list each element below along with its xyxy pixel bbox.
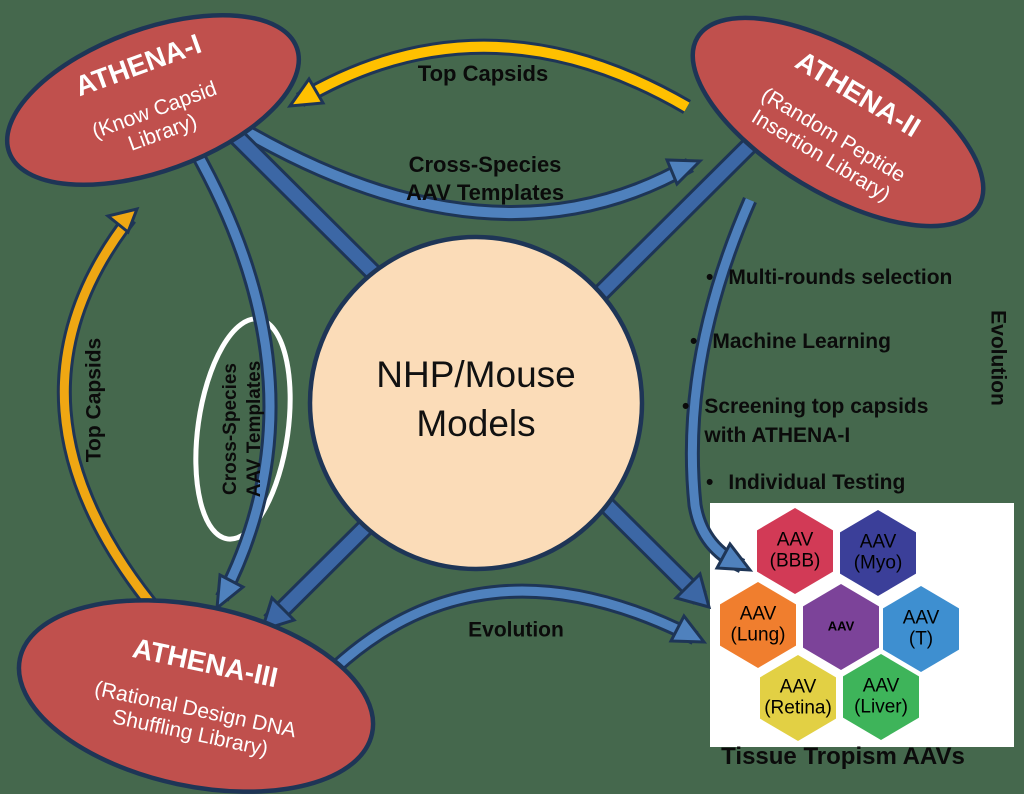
hexagon-aav-lung: AAV (Lung) xyxy=(720,582,796,668)
hexagon-label: AAV (T) xyxy=(902,607,940,650)
center-circle xyxy=(307,234,645,572)
arrow-top-capsids-top xyxy=(286,38,692,114)
arrow-cross-species-left xyxy=(188,146,278,612)
bullet-text: Machine Learning xyxy=(712,330,891,353)
hexagon-label: AAV (Retina) xyxy=(764,676,832,719)
hexagon-aav-retina: AAV (Retina) xyxy=(760,655,836,741)
athena2-ellipse xyxy=(690,15,986,229)
hexagon-aav-t: AAV (T) xyxy=(883,586,959,672)
hexagon-label: AAV (Liver) xyxy=(854,675,908,718)
center-circle-label: NHP/Mouse Models xyxy=(376,354,576,444)
bullet-machine-learning: • Machine Learning xyxy=(690,327,891,356)
athena3-ellipse xyxy=(16,598,376,794)
label-top-capsids-left: Top Capsids xyxy=(82,337,106,463)
bullet-marker: • xyxy=(706,266,714,289)
hexagon-aav-liver: AAV (Liver) xyxy=(843,654,919,740)
hexagon-label: AAV xyxy=(827,618,855,634)
bullet-text: Screening top capsids with ATHENA-I xyxy=(704,395,929,448)
bullet-marker: • xyxy=(682,395,690,418)
label-top-capsids-top: Top Capsids xyxy=(417,61,549,87)
bullet-text: Multi-rounds selection xyxy=(728,266,953,289)
bullet-text: Individual Testing xyxy=(728,471,906,494)
hexagon-label: AAV (Lung) xyxy=(730,603,786,646)
hexagon-aav-bbb: AAV (BBB) xyxy=(757,508,833,594)
bullet-screening-top-capsids: • Screening top capsids with ATHENA-I xyxy=(682,392,928,451)
label-evolution-bottom: Evolution xyxy=(468,618,564,642)
bullet-multi-rounds-selection: • Multi-rounds selection xyxy=(706,263,952,292)
hexagon-aav-myo: AAV (Myo) xyxy=(840,510,916,596)
tissue-panel-title: Tissue Tropism AAVs xyxy=(721,743,965,770)
arrow-cross-species-top xyxy=(235,121,704,222)
label-cross-species-top: Cross-Species AAV Templates xyxy=(405,152,565,205)
athena1-ellipse xyxy=(4,12,302,188)
label-cross-species-left: Cross-Species AAV Templates xyxy=(219,360,265,498)
label-evolution-right: Evolution xyxy=(986,310,1010,406)
bullet-individual-testing: • Individual Testing xyxy=(706,468,905,497)
hexagon-aav-core: AAV xyxy=(803,584,879,670)
bullet-marker: • xyxy=(690,330,698,353)
hexagon-label: AAV (BBB) xyxy=(769,529,821,572)
bullet-marker: • xyxy=(706,471,714,494)
hexagon-label: AAV (Myo) xyxy=(853,531,903,574)
arrow-evolution-right-curve xyxy=(684,196,757,573)
arrow-evolution-bottom xyxy=(329,583,708,674)
arrow-top-capsids-left xyxy=(56,206,166,620)
